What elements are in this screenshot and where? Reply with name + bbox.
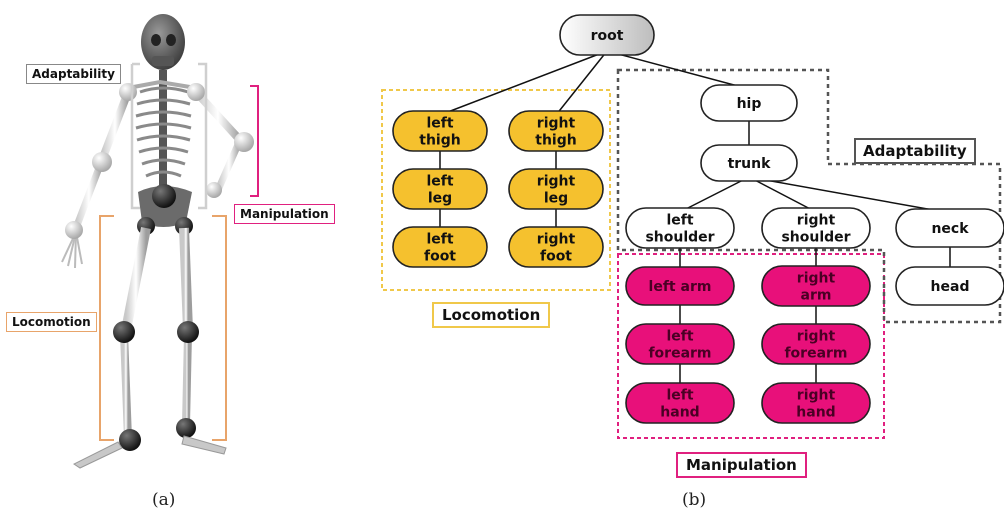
skull-shape bbox=[141, 14, 185, 70]
node-label: left bbox=[426, 116, 453, 132]
spine-shape bbox=[159, 70, 167, 190]
node-label: root bbox=[591, 28, 624, 44]
skeleton-figure bbox=[61, 14, 259, 469]
adaptability-group-frame bbox=[616, 68, 1002, 324]
ribcage-shape bbox=[135, 86, 192, 178]
node-label: leg bbox=[428, 191, 452, 207]
locomotion-bracket-right bbox=[212, 215, 227, 441]
node-label: right bbox=[537, 174, 576, 190]
node-root: root bbox=[559, 14, 655, 56]
node-label: right bbox=[537, 232, 576, 248]
body-hierarchy-diagram: roothiptrunkleftthighleftlegleftfootrigh… bbox=[381, 14, 1004, 439]
adaptability-label-b: Adaptability bbox=[854, 138, 976, 164]
node-label: right bbox=[797, 388, 836, 404]
node-label: shoulder bbox=[781, 230, 850, 246]
node-label: forearm bbox=[784, 346, 847, 362]
node-neck: neck bbox=[895, 208, 1004, 248]
node-label: right bbox=[797, 329, 836, 345]
node-label: shoulder bbox=[645, 230, 714, 246]
panel-a: Adaptability Manipulation Locomotion (a) bbox=[0, 0, 360, 519]
locomotion-bracket-left bbox=[99, 215, 114, 441]
node-label: right bbox=[537, 116, 576, 132]
node-label: left bbox=[666, 213, 693, 229]
node-trunk: trunk bbox=[700, 144, 798, 182]
node-label: hand bbox=[796, 405, 835, 421]
edge-root-left_thigh bbox=[439, 50, 608, 116]
node-label: left arm bbox=[649, 279, 712, 295]
node-head: head bbox=[895, 266, 1004, 306]
node-label: head bbox=[931, 279, 970, 295]
edge-trunk-neck bbox=[748, 176, 951, 214]
node-label: left bbox=[426, 232, 453, 248]
manipulation-label-a: Manipulation bbox=[234, 204, 335, 224]
caption-a: (a) bbox=[152, 490, 176, 510]
manipulation-label-b: Manipulation bbox=[676, 452, 807, 478]
edge-trunk-left_shoulder bbox=[679, 176, 750, 213]
edge-root-right_thigh bbox=[555, 50, 608, 116]
node-label: left bbox=[666, 329, 693, 345]
node-label: hand bbox=[660, 405, 699, 421]
node-label: thigh bbox=[535, 133, 576, 149]
node-label: right bbox=[797, 271, 836, 287]
node-label: forearm bbox=[648, 346, 711, 362]
edge-root-hip bbox=[606, 50, 750, 90]
node-label: foot bbox=[424, 249, 456, 265]
node-label: left bbox=[666, 388, 693, 404]
adaptability-bracket bbox=[198, 62, 208, 210]
locomotion-label-a: Locomotion bbox=[6, 312, 97, 332]
node-label: neck bbox=[931, 221, 969, 237]
node-label: trunk bbox=[728, 156, 772, 172]
node-label: arm bbox=[801, 288, 832, 304]
locomotion-group-frame bbox=[381, 89, 611, 291]
node-label: hip bbox=[737, 96, 762, 112]
node-label: thigh bbox=[419, 133, 460, 149]
edge-trunk-right_shoulder bbox=[748, 176, 817, 213]
adaptability-label-a: Adaptability bbox=[26, 64, 121, 84]
node-left-arm: left arm bbox=[625, 266, 735, 306]
node-label: right bbox=[797, 213, 836, 229]
node-label: left bbox=[426, 174, 453, 190]
node-label: leg bbox=[544, 191, 568, 207]
caption-b: (b) bbox=[682, 490, 707, 510]
locomotion-label-b: Locomotion bbox=[432, 302, 551, 328]
node-hip: hip bbox=[700, 84, 798, 122]
manipulation-bracket bbox=[250, 85, 259, 197]
node-label: foot bbox=[540, 249, 572, 265]
manipulation-group-frame bbox=[617, 253, 885, 439]
